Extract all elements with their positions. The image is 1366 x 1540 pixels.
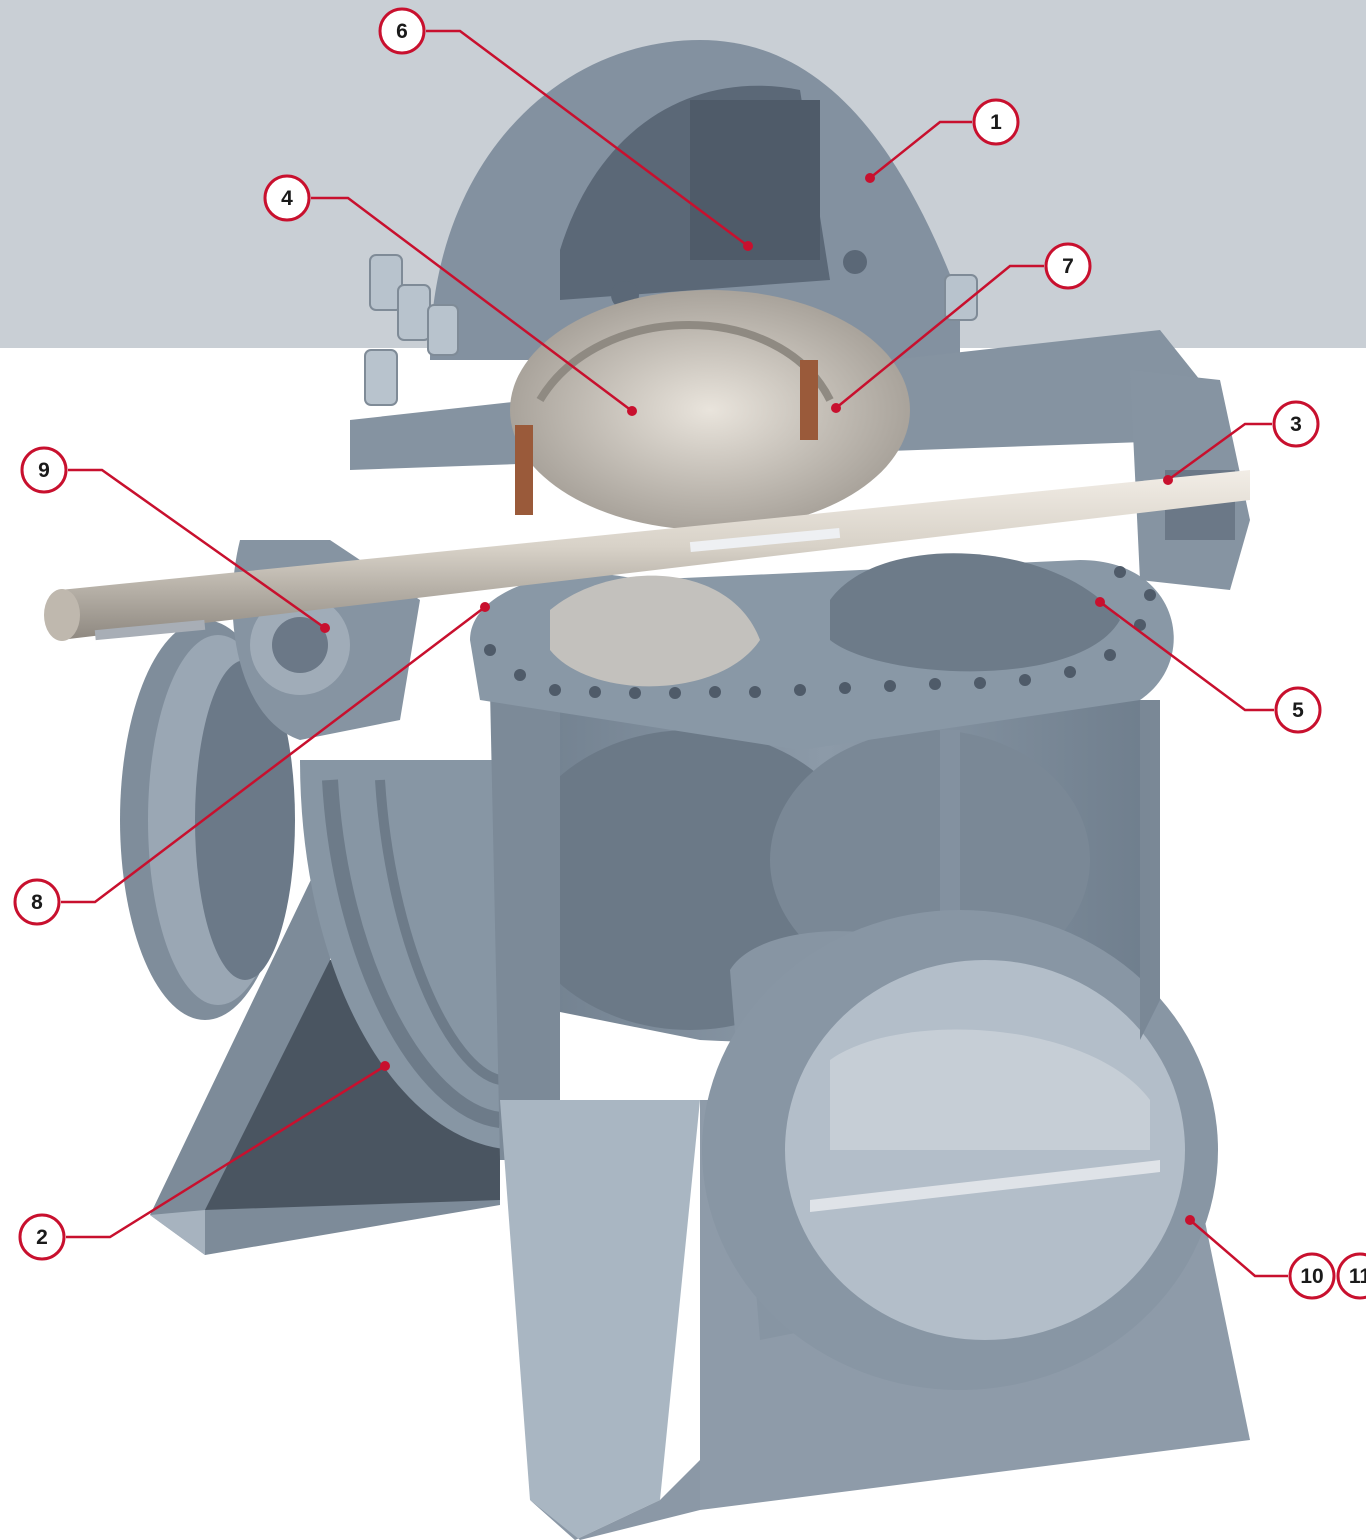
callout-badge-6 <box>378 7 426 55</box>
callout-number-2: 2 <box>36 1226 48 1249</box>
callout-2: 2 <box>18 1061 390 1261</box>
callout-number-3: 3 <box>1290 413 1302 436</box>
split-flange <box>470 553 1174 750</box>
callout-badge-8 <box>13 878 61 926</box>
discharge-nozzle <box>702 910 1218 1390</box>
callout-dot-5 <box>1095 597 1105 607</box>
callout-10: 10 <box>1185 1215 1336 1300</box>
callout-number-6: 6 <box>396 20 408 43</box>
callout-badge-1 <box>972 98 1020 146</box>
callout-dot-2 <box>380 1061 390 1071</box>
callout-layer: 1 2 3 4 5 6 7 8 9 10 11 <box>13 7 1366 1300</box>
callout-6: 6 <box>378 7 753 251</box>
callout-1: 1 <box>865 98 1020 183</box>
callout-7: 7 <box>831 242 1092 413</box>
callout-4: 4 <box>263 174 637 416</box>
callout-leader-1 <box>869 120 972 179</box>
callout-badge-10 <box>1288 1252 1336 1300</box>
callout-badge-9 <box>20 446 68 494</box>
callout-leader-2 <box>66 1064 386 1239</box>
casing-studs <box>364 254 978 406</box>
callout-badge-7 <box>1044 242 1092 290</box>
callout-number-5: 5 <box>1292 699 1304 722</box>
callout-leader-6 <box>426 29 749 248</box>
callout-11: 11 <box>1336 1252 1366 1300</box>
callout-dot-7 <box>831 403 841 413</box>
callout-dot-10 <box>1185 1215 1195 1225</box>
callout-badge-5 <box>1274 686 1322 734</box>
callout-dot-6 <box>743 241 753 251</box>
callout-number-11: 11 <box>1349 1265 1366 1288</box>
callout-number-10: 10 <box>1300 1265 1323 1288</box>
callout-dot-3 <box>1163 475 1173 485</box>
callout-number-8: 8 <box>31 891 43 914</box>
callout-leader-7 <box>835 264 1044 409</box>
callout-8: 8 <box>13 602 490 926</box>
callout-leader-10 <box>1189 1219 1288 1278</box>
callout-leader-4 <box>311 196 633 412</box>
callout-number-4: 4 <box>281 187 293 210</box>
callout-leader-8 <box>61 606 486 904</box>
shaft <box>44 470 1250 641</box>
right-foot <box>1140 700 1160 1040</box>
callout-dot-4 <box>627 406 637 416</box>
callout-badge-4 <box>263 174 311 222</box>
callout-number-1: 1 <box>990 111 1002 134</box>
callout-leader-3 <box>1167 422 1272 482</box>
callout-dot-1 <box>865 173 875 183</box>
callout-leader-5 <box>1099 600 1274 712</box>
callout-badge-2 <box>18 1213 66 1261</box>
callout-dot-8 <box>480 602 490 612</box>
callout-badge-3 <box>1272 400 1320 448</box>
callout-badge-11 <box>1336 1252 1366 1300</box>
callout-dot-9 <box>320 623 330 633</box>
callout-3: 3 <box>1163 400 1320 485</box>
callout-leader-9 <box>68 468 326 630</box>
flange-bolt-holes <box>484 566 1156 699</box>
callout-9: 9 <box>20 446 330 633</box>
callout-5: 5 <box>1095 597 1322 734</box>
callout-number-7: 7 <box>1062 255 1074 278</box>
callout-number-9: 9 <box>38 459 50 482</box>
